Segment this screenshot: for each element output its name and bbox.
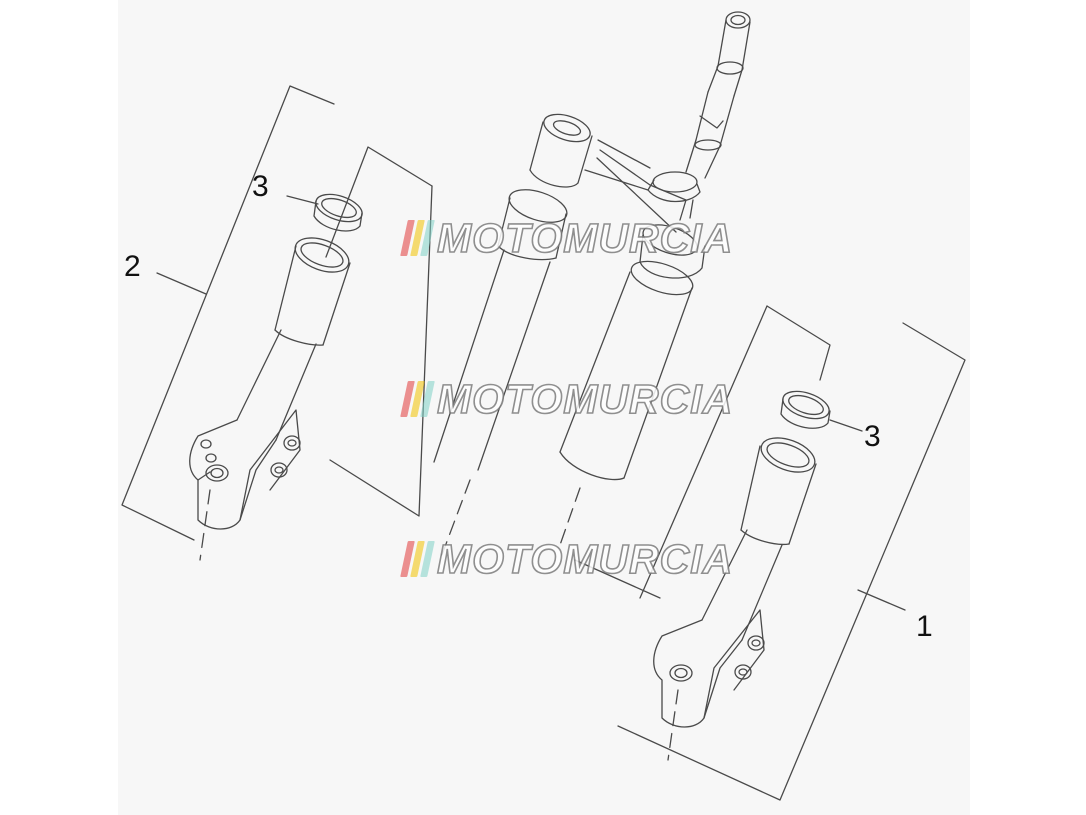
watermark-bottom: MOTOMURCIA bbox=[400, 535, 734, 583]
watermark-text: MOTOMURCIA bbox=[436, 375, 734, 423]
callout-3-left: 3 bbox=[252, 170, 269, 203]
watermark-text: MOTOMURCIA bbox=[436, 535, 734, 583]
watermark-middle: MOTOMURCIA bbox=[400, 375, 734, 423]
inner-tubes bbox=[433, 189, 694, 561]
bracket-item-2-inner bbox=[325, 146, 433, 517]
callout-1: 1 bbox=[916, 610, 933, 643]
left-fork-leg bbox=[189, 237, 351, 561]
steering-stem bbox=[529, 11, 751, 279]
callout-2: 2 bbox=[124, 250, 141, 283]
bracket-item-1 bbox=[617, 322, 966, 801]
watermark-stripes bbox=[400, 541, 435, 577]
left-seal bbox=[286, 193, 363, 232]
right-seal bbox=[780, 390, 863, 432]
right-fork-leg bbox=[653, 437, 817, 761]
watermark-top: MOTOMURCIA bbox=[400, 214, 734, 262]
bracket-item-1-inner bbox=[574, 305, 831, 599]
watermark-stripes bbox=[400, 220, 435, 256]
bracket-item-2 bbox=[121, 85, 335, 541]
watermark-text: MOTOMURCIA bbox=[436, 214, 734, 262]
watermark-stripes bbox=[400, 381, 435, 417]
callout-3-right: 3 bbox=[864, 420, 881, 453]
